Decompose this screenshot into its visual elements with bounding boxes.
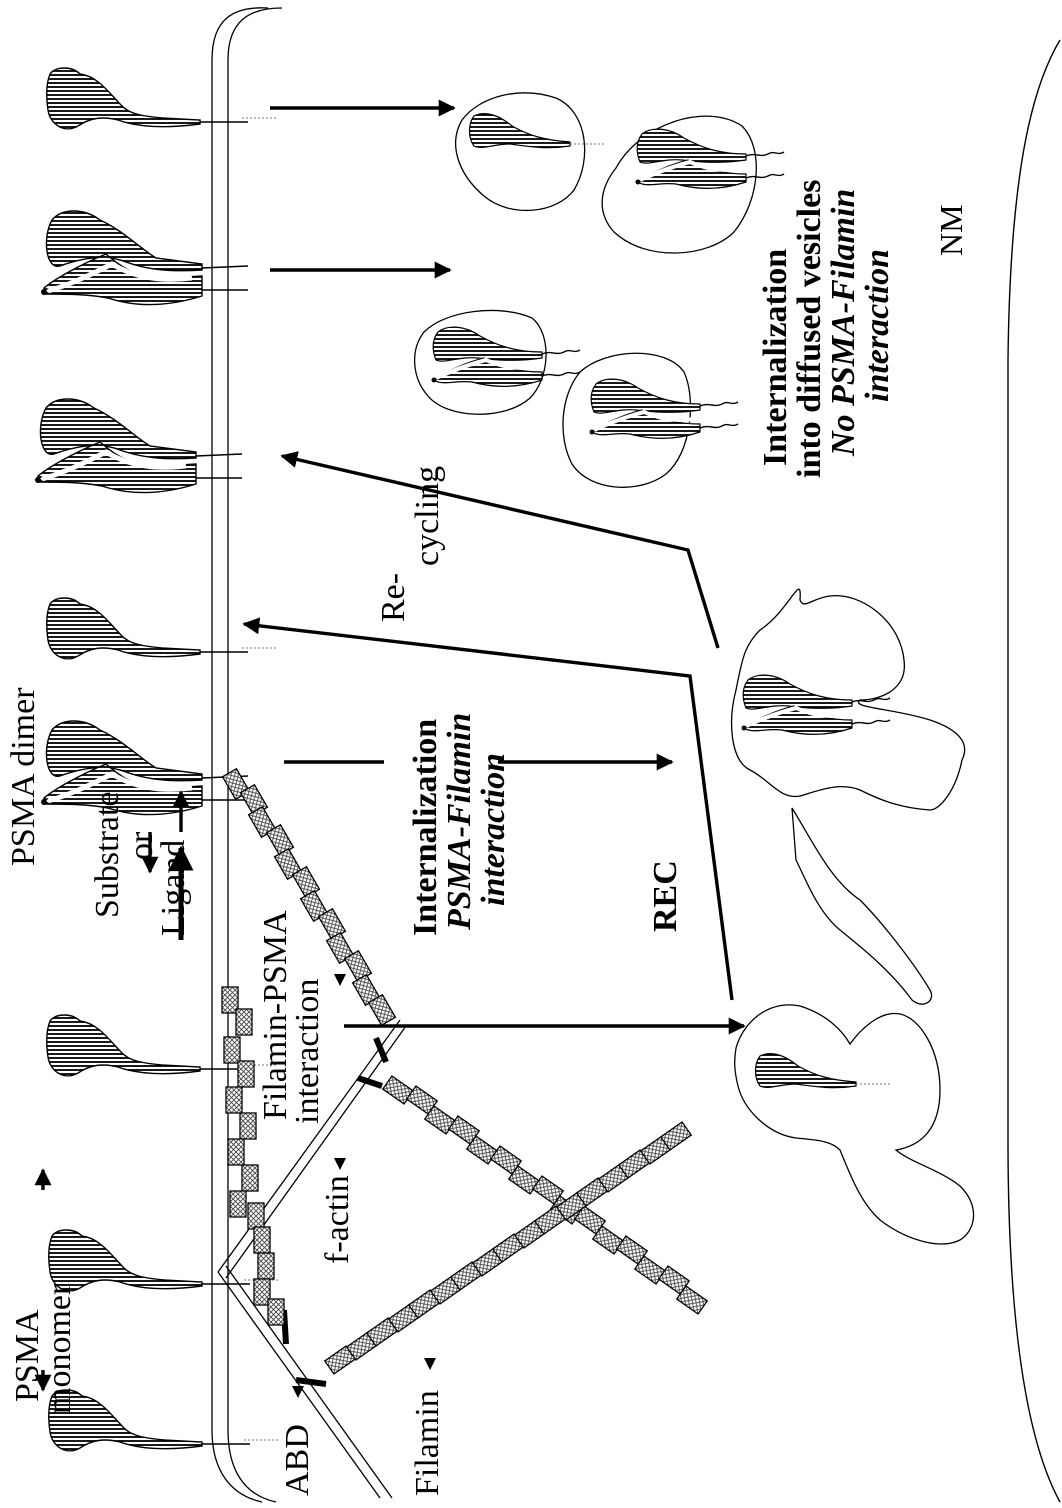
label-filamin: Filamin [409,1390,446,1496]
rec-compartment [732,589,974,1244]
label-abd: ABD [279,1424,316,1496]
diffused-vesicle-1 [456,93,604,211]
label-recycling-2: cycling [409,466,446,566]
label-internalization-interaction: interaction [475,753,512,906]
filamin-chain-right [383,1076,707,1314]
psma-monomer-bottom-1 [49,1230,280,1291]
psma-dimer-top [47,68,278,129]
label-diffused-2: into diffused vesicles [791,180,828,478]
label-diffused-3: No PSMA-Filamin [825,189,862,457]
diffused-vesicle-3 [415,310,580,414]
psma-monomer-middle [47,598,278,659]
psma-dimer-second [41,211,248,305]
filamin-pointer [424,1358,436,1370]
label-rec: REC [647,860,684,932]
psma-monomer-bottom-2 [49,1390,280,1451]
arrow-rec-to-membrane-2 [282,456,718,648]
abd-pointer [292,1386,304,1398]
label-psma-filamin: PSMA-Filamin [441,713,478,931]
label-recycling-1: Re- [375,573,412,622]
label-substrate: Substrate [89,791,126,918]
label-psma-dimer: PSMA dimer [5,687,42,866]
f-actin-pointer [334,1158,346,1170]
label-diffused-1: Internalization [757,249,794,466]
label-internalization: Internalization [407,719,444,936]
psma-dimer-third [35,399,242,493]
label-nm: NM [933,204,969,256]
filamin-psma-pointer [334,974,346,986]
psma-dimer-substrate [41,721,248,815]
nuclear-membrane [1008,40,1060,1502]
label-psma-monomer-2: monomer [41,1283,78,1414]
label-ligand: Ligand [155,840,192,936]
diffused-vesicle-2 [602,116,784,253]
diffused-vesicle-4 [563,353,738,487]
label-filamin-psma-2: interaction [289,979,326,1124]
label-f-actin: f-actin [319,1175,356,1264]
label-diffused-4: interaction [859,249,896,402]
